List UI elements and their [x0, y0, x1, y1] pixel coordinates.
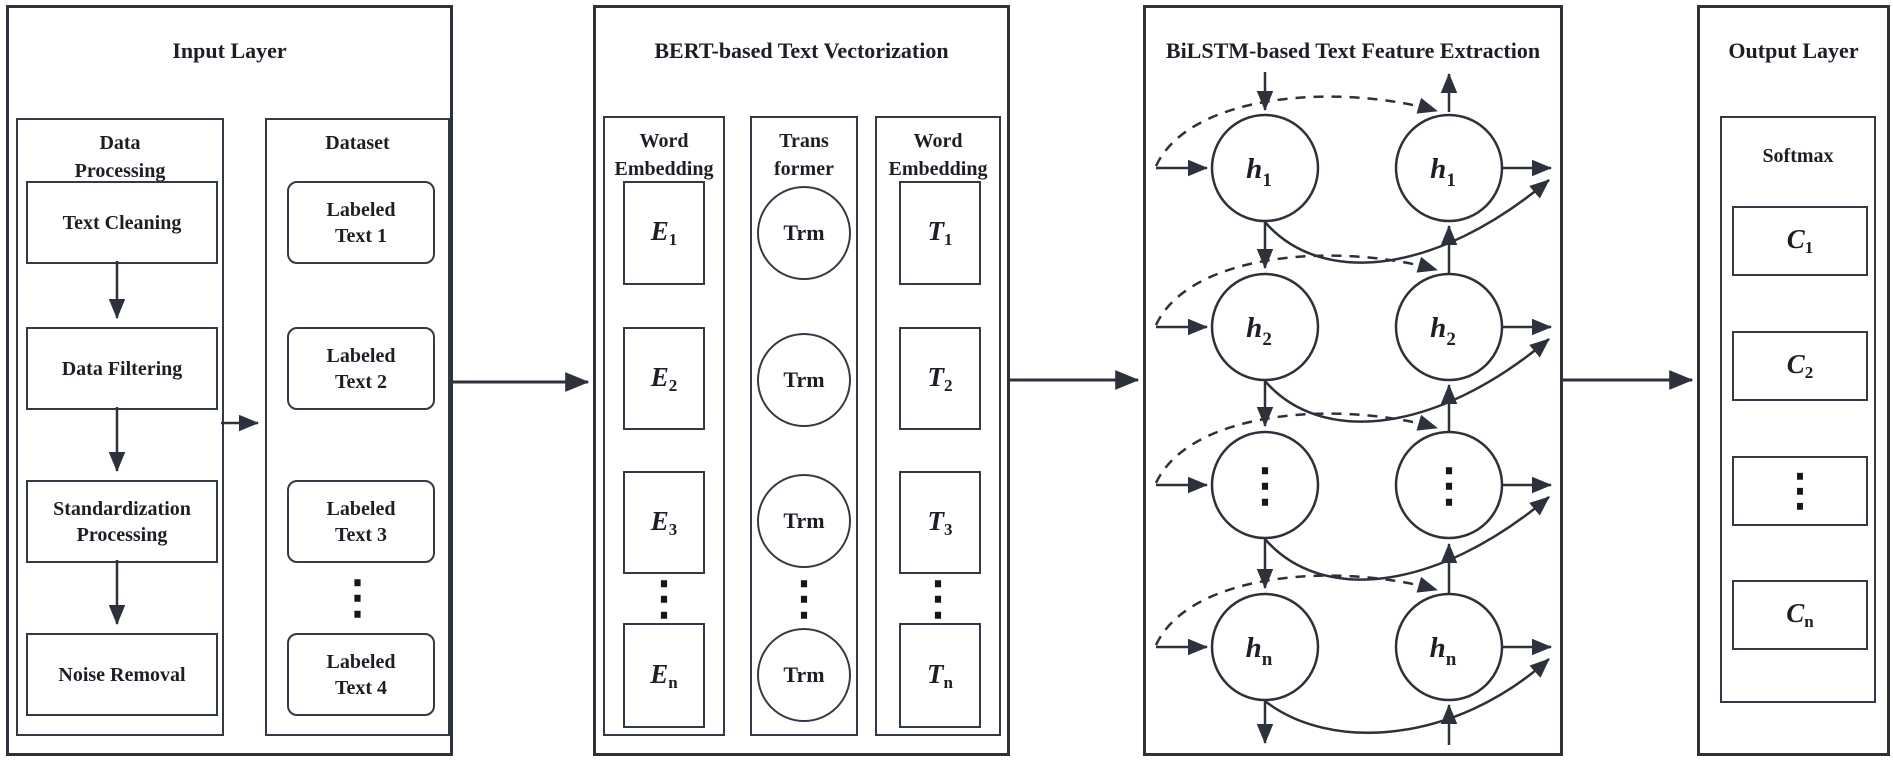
embedding-e1: E1 [623, 181, 705, 285]
transformer-ellipsis: ⋮ [781, 573, 827, 624]
bert-title: BERT-based Text Vectorization [654, 38, 949, 63]
input-layer-panel: Input Layer Data Processing Text Cleanin… [6, 5, 453, 756]
output-layer-title: Output Layer [1728, 38, 1859, 63]
labeled-text-1: Labeled Text 1 [287, 181, 435, 264]
word-embedding-out-title: Word Embedding [888, 130, 988, 180]
labeled-text-2: Labeled Text 2 [287, 327, 435, 410]
class-cn: Cn [1732, 580, 1868, 650]
softmax-title: Softmax [1762, 145, 1834, 167]
step-noise-removal: Noise Removal [26, 633, 218, 716]
step-data-filtering: Data Filtering [26, 327, 218, 410]
embedding-t1: T1 [899, 181, 981, 285]
embedding-e2: E2 [623, 327, 705, 430]
word-embedding-out-column: Word Embedding T1 T2 T3 ⋮ Tn [875, 116, 1001, 736]
transformer-column: Trans former Trm Trm Trm ⋮ Trm [750, 116, 858, 736]
embedding-e3: E3 [623, 471, 705, 574]
trm-node-3: Trm [757, 474, 851, 568]
word-embedding-in-title: Word Embedding [614, 130, 714, 180]
embedding-out-ellipsis: ⋮ [915, 573, 961, 624]
output-layer-panel: Output Layer Softmax C1 C2 ⋮ Cn [1697, 5, 1890, 756]
class-ellipsis: ⋮ [1778, 466, 1822, 516]
trm-node-4: Trm [757, 628, 851, 722]
class-ellipsis-box: ⋮ [1732, 456, 1868, 526]
embedding-tn: Tn [899, 623, 981, 728]
labeled-text-3: Labeled Text 3 [287, 480, 435, 563]
trm-node-1: Trm [757, 186, 851, 280]
step-standardization-processing: Standardization Processing [26, 480, 218, 563]
step-text-cleaning: Text Cleaning [26, 181, 218, 264]
trm-node-2: Trm [757, 333, 851, 427]
class-c1: C1 [1732, 206, 1868, 276]
dataset-ellipsis: ⋮ [334, 572, 381, 623]
embedding-t2: T2 [899, 327, 981, 430]
data-processing-box: Data Processing Text Cleaning Data Filte… [16, 118, 224, 736]
bilstm-title: BiLSTM-based Text Feature Extraction [1165, 38, 1541, 63]
softmax-box: Softmax C1 C2 ⋮ Cn [1720, 116, 1876, 703]
bilstm-panel: BiLSTM-based Text Feature Extraction [1143, 5, 1563, 756]
dataset-title: Dataset [325, 132, 390, 154]
embedding-en: En [623, 623, 705, 728]
embedding-t3: T3 [899, 471, 981, 574]
word-embedding-in-column: Word Embedding E1 E2 E3 ⋮ En [603, 116, 725, 736]
data-processing-title: Data Processing [74, 132, 166, 182]
bert-vectorization-panel: BERT-based Text Vectorization Word Embed… [593, 5, 1010, 756]
labeled-text-4: Labeled Text 4 [287, 633, 435, 716]
embedding-in-ellipsis: ⋮ [641, 573, 687, 624]
class-c2: C2 [1732, 331, 1868, 401]
dataset-box: Dataset Labeled Text 1 Labeled Text 2 La… [265, 118, 450, 736]
input-layer-title: Input Layer [172, 38, 287, 63]
transformer-title: Trans former [774, 130, 834, 180]
